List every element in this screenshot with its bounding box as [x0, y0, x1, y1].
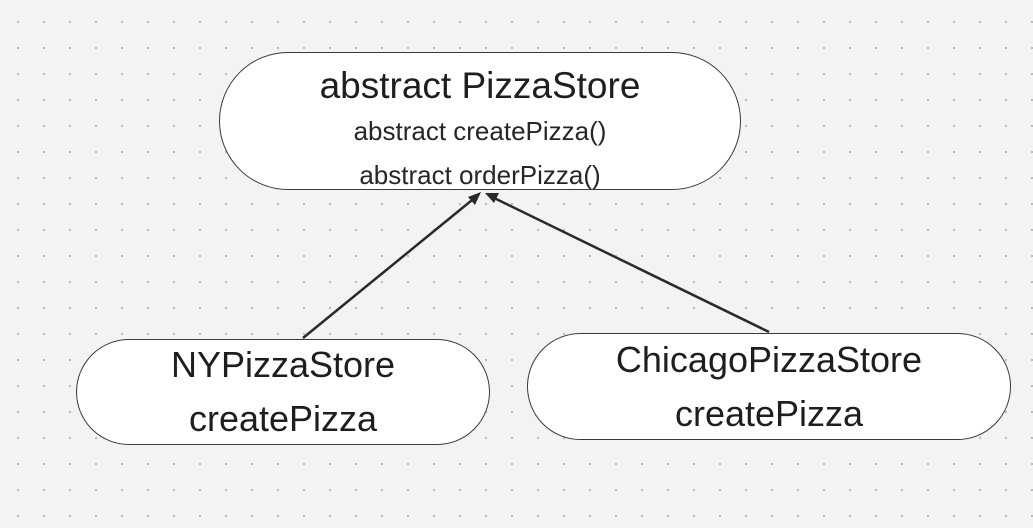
node-abstract-title: abstract PizzaStore [319, 65, 641, 106]
arrowhead-chicago-icon [485, 193, 499, 203]
edge-chicago-to-abstract[interactable] [489, 194, 770, 334]
node-ny-title: NYPizzaStore [170, 344, 396, 385]
node-nypizzastore[interactable]: NYPizzaStore createPizza [76, 339, 490, 445]
node-abstract-method-orderpizza: abstract orderPizza() [359, 160, 601, 190]
node-ny-method: createPizza [188, 398, 378, 439]
edge-ny-to-abstract[interactable] [302, 195, 478, 339]
node-abstract-pizzastore[interactable]: abstract PizzaStore abstract createPizza… [219, 52, 741, 190]
node-abstract-method-createpizza: abstract createPizza() [353, 116, 607, 146]
node-chicago-title: ChicagoPizzaStore [615, 338, 923, 380]
arrowhead-ny-icon [468, 192, 481, 205]
node-chicago-method: createPizza [674, 392, 864, 434]
node-chicagopizzastore[interactable]: ChicagoPizzaStore createPizza [527, 333, 1011, 440]
